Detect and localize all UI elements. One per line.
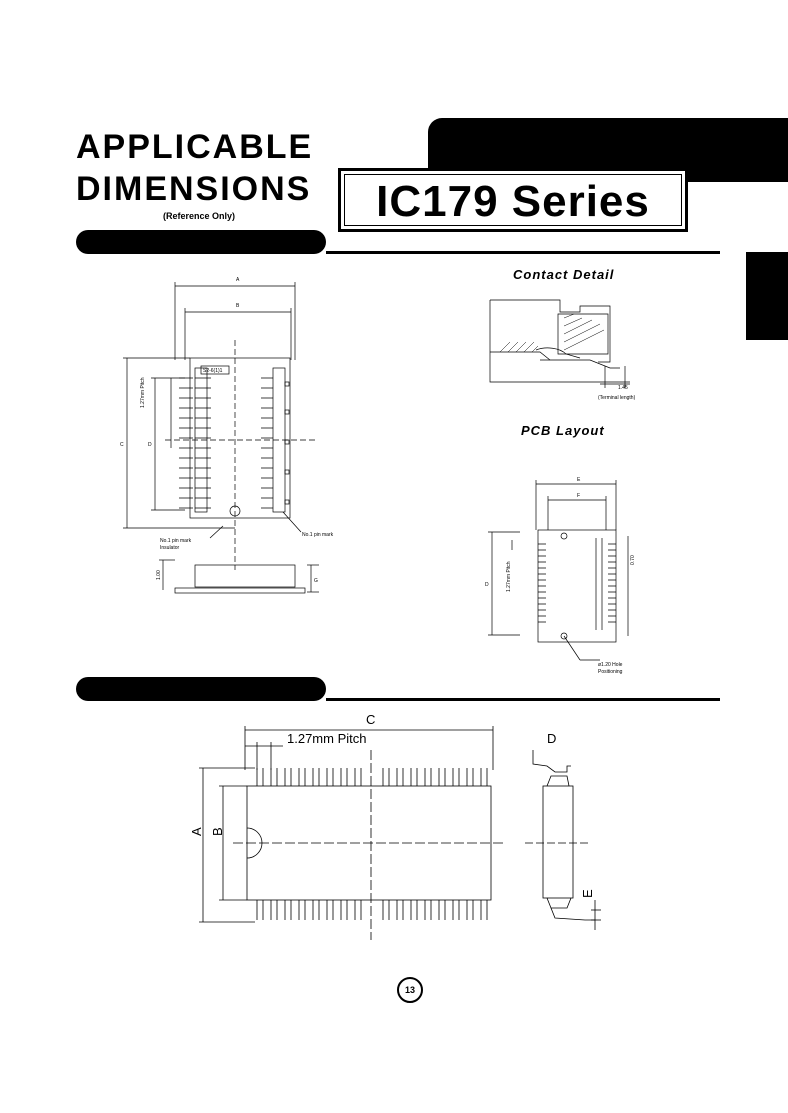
ic-dim-d: D bbox=[547, 731, 557, 746]
socket-dim-d: D bbox=[148, 442, 152, 448]
contact-value: 1.45 bbox=[618, 385, 628, 391]
ic-package-drawing bbox=[199, 726, 601, 940]
rule-bottom bbox=[326, 698, 720, 701]
pcb-side-label: 0.70 bbox=[630, 555, 636, 565]
ic-dim-e: E bbox=[580, 889, 595, 898]
rule-top bbox=[326, 251, 720, 254]
subtitle-reference-only: (Reference Only) bbox=[163, 211, 236, 221]
socket-insulator: Insulator bbox=[160, 545, 180, 551]
section-bar-bottom bbox=[76, 677, 326, 701]
contact-note: (Terminal length) bbox=[598, 395, 636, 401]
pcb-layout-title: PCB Layout bbox=[521, 423, 605, 438]
ic-dim-b: B bbox=[210, 827, 225, 836]
socket-pitch: 1.27mm Pitch bbox=[140, 377, 146, 408]
page-number: 13 bbox=[397, 977, 423, 1003]
contact-detail-title: Contact Detail bbox=[513, 267, 615, 282]
socket-dim-b: B bbox=[236, 303, 240, 309]
series-title: IC179 Series bbox=[376, 177, 650, 226]
socket-dim-a: A bbox=[236, 277, 240, 283]
pcb-hole: ø1.20 Hole bbox=[598, 662, 623, 668]
title-dimensions: DIMENSIONS bbox=[76, 170, 312, 208]
title-applicable: APPLICABLE bbox=[76, 128, 314, 166]
ic-dim-c: C bbox=[366, 712, 376, 727]
side-tab bbox=[746, 252, 788, 340]
contact-detail-drawing bbox=[489, 299, 630, 388]
pcb-dim-f: F bbox=[577, 493, 581, 499]
pcb-layout-drawing bbox=[488, 480, 629, 661]
socket-pin-mark-right: No.1 pin mark bbox=[302, 532, 334, 538]
socket-part-mark: S2-6(1)1 bbox=[203, 368, 223, 374]
pcb-dim-d: D bbox=[485, 582, 489, 588]
ic-dim-a: A bbox=[189, 827, 204, 836]
socket-pin-mark-left: No.1 pin mark bbox=[160, 538, 192, 544]
socket-drawing bbox=[123, 282, 319, 594]
pcb-pitch: 1.27mm Pitch bbox=[506, 561, 512, 592]
ic-pitch: 1.27mm Pitch bbox=[287, 731, 367, 746]
series-title-box: IC179 Series bbox=[338, 168, 688, 232]
pcb-dim-e: E bbox=[577, 477, 581, 483]
pcb-hole-note: Positioning bbox=[598, 669, 623, 675]
section-bar-top bbox=[76, 230, 326, 254]
socket-dim-c: C bbox=[120, 442, 124, 448]
socket-dim-g: G bbox=[314, 578, 318, 584]
socket-height: 1.00 bbox=[156, 570, 162, 580]
